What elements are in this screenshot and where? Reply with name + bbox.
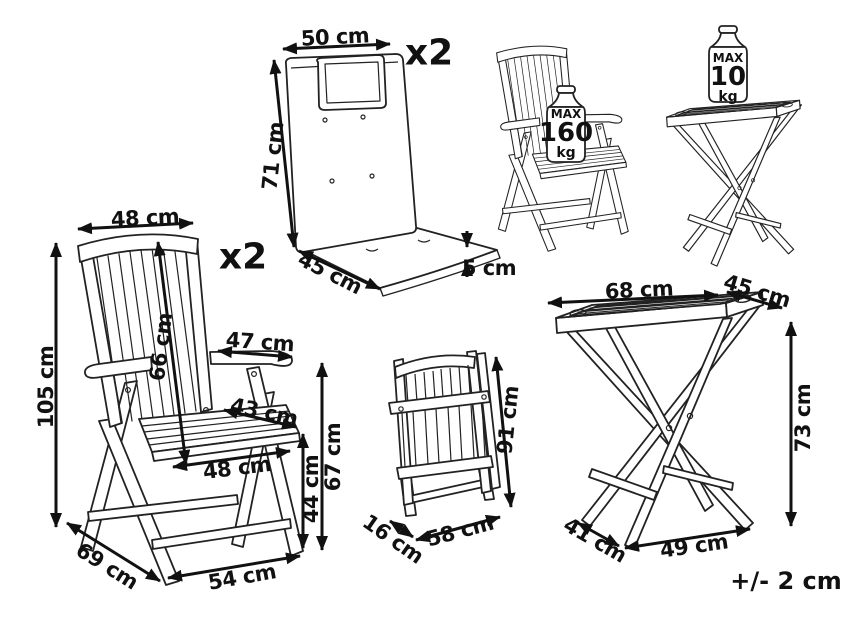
dim-arrow-chair-width	[167, 552, 301, 582]
dim-arrow-table-foot-depth	[577, 521, 620, 548]
max-load-table-unit: kg	[718, 89, 738, 105]
dim-arrow-folded-width	[415, 514, 501, 543]
table-drawing-large	[555, 291, 766, 550]
dim-arrow-chair-seat-width	[172, 446, 291, 472]
dim-label-cushion-thickness: 5 cm	[461, 256, 517, 280]
max-load-chair: MAX 160 kg	[539, 108, 593, 161]
dim-label-chair-height: 105 cm	[34, 345, 58, 429]
dim-label-cushion-width: 50 cm	[300, 23, 370, 51]
dimension-arrows	[50, 38, 797, 583]
dim-label-chair-seat-height: 44 cm	[299, 454, 323, 524]
dim-label-table-height: 73 cm	[791, 383, 815, 453]
max-load-table: MAX 10 kg	[710, 52, 746, 105]
max-load-table-label: MAX	[712, 51, 744, 65]
dim-arrow-chair-back-width	[77, 217, 194, 235]
dim-arrow-chair-back-height	[153, 241, 191, 465]
cushion-drawing	[284, 53, 501, 297]
dim-arrow-table-length	[547, 289, 719, 309]
dim-arrow-cushion-width	[282, 38, 391, 55]
dim-arrow-table-depth	[726, 290, 783, 310]
dim-arrow-table-foot-width	[624, 525, 751, 552]
max-load-table-value: 10	[709, 62, 747, 92]
dim-arrow-cushion-depth	[298, 249, 381, 291]
max-load-chair-label: MAX	[550, 107, 582, 121]
dim-label-table-length: 68 cm	[604, 276, 674, 304]
tolerance-note: +/- 2 cm	[730, 567, 842, 595]
dim-label-chair-arm-height: 67 cm	[321, 422, 345, 492]
qty-badge-cushion: x2	[404, 32, 454, 74]
dim-arrow-folded-height	[491, 356, 516, 508]
dim-label-chair-armrest: 47 cm	[225, 327, 295, 357]
table-drawing-small	[666, 99, 803, 267]
dim-label-chair-back-width: 48 cm	[110, 204, 180, 232]
dim-arrow-folded-depth	[389, 519, 414, 539]
max-load-chair-unit: kg	[556, 145, 576, 161]
dim-arrow-chair-seat-depth	[223, 407, 297, 430]
dim-arrow-cushion-height	[269, 59, 299, 248]
qty-badge-chair: x2	[218, 236, 268, 278]
max-load-chair-value: 160	[538, 118, 594, 148]
dim-arrow-chair-depth	[66, 521, 161, 583]
folded-chair-drawing	[388, 350, 501, 517]
dim-arrow-chair-armrest	[217, 346, 293, 362]
